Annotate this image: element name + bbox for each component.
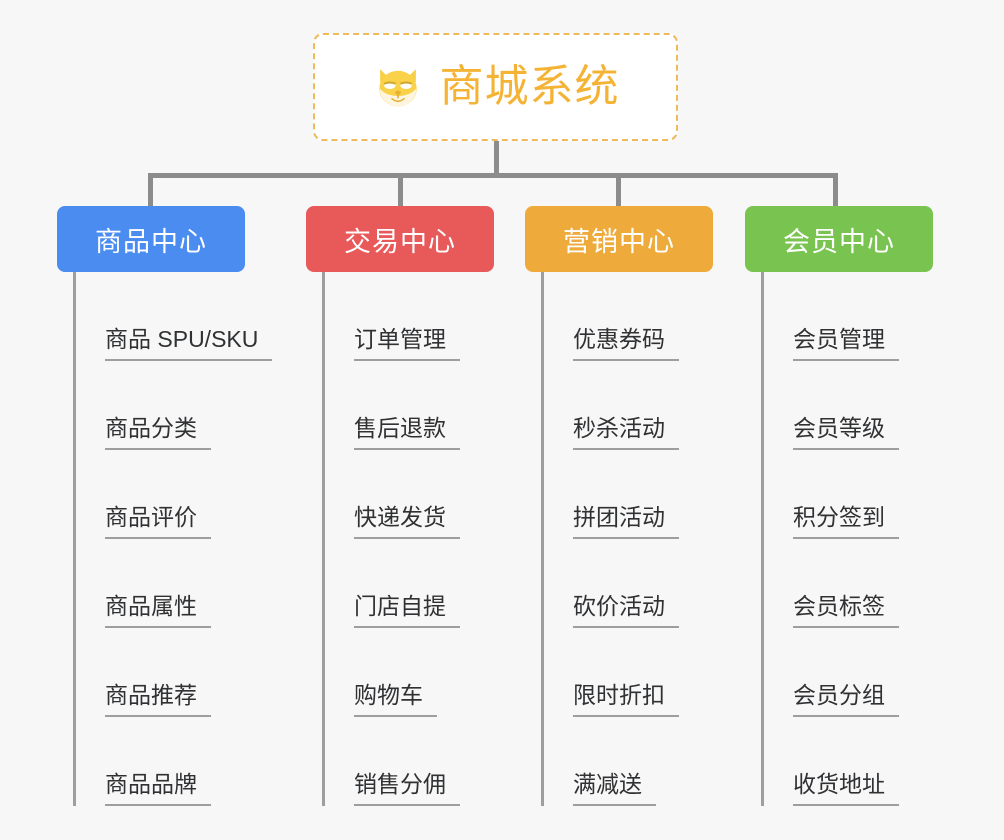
- list-item-label: 商品评价: [105, 504, 211, 539]
- branch-header-label: 会员中心: [783, 226, 895, 257]
- branch-header-label: 商品中心: [95, 226, 207, 257]
- list-item[interactable]: 优惠券码: [544, 272, 713, 361]
- list-item[interactable]: 销售分佣: [325, 717, 494, 806]
- list-item-label: 订单管理: [354, 326, 460, 361]
- branch-column-1: 交易中心 订单管理 售后退款 快递发货 门店自提 购物车 销售分佣: [306, 206, 494, 806]
- list-item-label: 会员标签: [793, 593, 899, 628]
- branch-items-2: 优惠券码 秒杀活动 拼团活动 砍价活动 限时折扣 满减送: [541, 272, 713, 806]
- list-item-label: 商品分类: [105, 415, 211, 450]
- list-item[interactable]: 拼团活动: [544, 450, 713, 539]
- list-item[interactable]: 商品分类: [76, 361, 245, 450]
- list-item-label: 满减送: [573, 771, 656, 806]
- connector-bus: [148, 173, 838, 178]
- list-item[interactable]: 购物车: [325, 628, 494, 717]
- list-item[interactable]: 会员等级: [764, 361, 933, 450]
- list-item[interactable]: 商品品牌: [76, 717, 245, 806]
- list-item-label: 商品属性: [105, 593, 211, 628]
- branch-items-3: 会员管理 会员等级 积分签到 会员标签 会员分组 收货地址: [761, 272, 933, 806]
- branch-header-3[interactable]: 会员中心: [745, 206, 933, 272]
- list-item-label: 拼团活动: [573, 504, 679, 539]
- connector-stem: [494, 141, 499, 177]
- list-item-label: 收货地址: [793, 771, 899, 806]
- list-item-label: 商品 SPU/SKU: [105, 326, 273, 361]
- connector-drop-0: [148, 173, 153, 209]
- list-item[interactable]: 商品 SPU/SKU: [76, 272, 273, 361]
- list-item[interactable]: 门店自提: [325, 539, 494, 628]
- connector-drop-1: [398, 173, 403, 209]
- list-item[interactable]: 会员标签: [764, 539, 933, 628]
- list-item-label: 秒杀活动: [573, 415, 679, 450]
- branch-column-2: 营销中心 优惠券码 秒杀活动 拼团活动 砍价活动 限时折扣 满减送: [525, 206, 713, 806]
- list-item[interactable]: 会员管理: [764, 272, 933, 361]
- branch-header-label: 交易中心: [344, 226, 456, 257]
- list-item-label: 售后退款: [354, 415, 460, 450]
- branch-header-label: 营销中心: [563, 226, 675, 257]
- list-item[interactable]: 砍价活动: [544, 539, 713, 628]
- list-item[interactable]: 商品属性: [76, 539, 245, 628]
- branch-column-3: 会员中心 会员管理 会员等级 积分签到 会员标签 会员分组 收货地址: [745, 206, 933, 806]
- list-item-label: 快递发货: [354, 504, 460, 539]
- list-item[interactable]: 会员分组: [764, 628, 933, 717]
- shiba-dog-icon: [378, 69, 417, 109]
- root-title: 商城系统: [439, 62, 620, 111]
- list-item-label: 积分签到: [793, 504, 899, 539]
- list-item[interactable]: 商品评价: [76, 450, 245, 539]
- list-item[interactable]: 秒杀活动: [544, 361, 713, 450]
- branch-items-1: 订单管理 售后退款 快递发货 门店自提 购物车 销售分佣: [322, 272, 494, 806]
- connector-drop-3: [833, 173, 838, 209]
- branch-header-1[interactable]: 交易中心: [306, 206, 494, 272]
- list-item[interactable]: 售后退款: [325, 361, 494, 450]
- connector-drop-2: [616, 173, 621, 209]
- list-item[interactable]: 收货地址: [764, 717, 933, 806]
- list-item-label: 优惠券码: [573, 326, 679, 361]
- root-node[interactable]: 商城系统: [313, 33, 678, 141]
- list-item[interactable]: 限时折扣: [544, 628, 713, 717]
- list-item[interactable]: 订单管理: [325, 272, 494, 361]
- list-item[interactable]: 商品推荐: [76, 628, 245, 717]
- list-item-label: 商品品牌: [105, 771, 211, 806]
- list-item[interactable]: 积分签到: [764, 450, 933, 539]
- list-item-label: 会员等级: [793, 415, 899, 450]
- list-item-label: 商品推荐: [105, 682, 211, 717]
- list-item-label: 会员管理: [793, 326, 899, 361]
- branch-header-2[interactable]: 营销中心: [525, 206, 713, 272]
- list-item-label: 购物车: [354, 682, 437, 717]
- list-item[interactable]: 满减送: [544, 717, 713, 806]
- list-item-label: 会员分组: [793, 682, 899, 717]
- list-item-label: 限时折扣: [573, 682, 679, 717]
- branch-items-0: 商品 SPU/SKU 商品分类 商品评价 商品属性 商品推荐 商品品牌: [73, 272, 273, 806]
- list-item[interactable]: 快递发货: [325, 450, 494, 539]
- list-item-label: 门店自提: [354, 593, 460, 628]
- list-item-label: 砍价活动: [573, 593, 679, 628]
- branch-column-0: 商品中心 商品 SPU/SKU 商品分类 商品评价 商品属性 商品推荐 商品品牌: [57, 206, 273, 806]
- list-item-label: 销售分佣: [354, 771, 460, 806]
- branch-header-0[interactable]: 商品中心: [57, 206, 245, 272]
